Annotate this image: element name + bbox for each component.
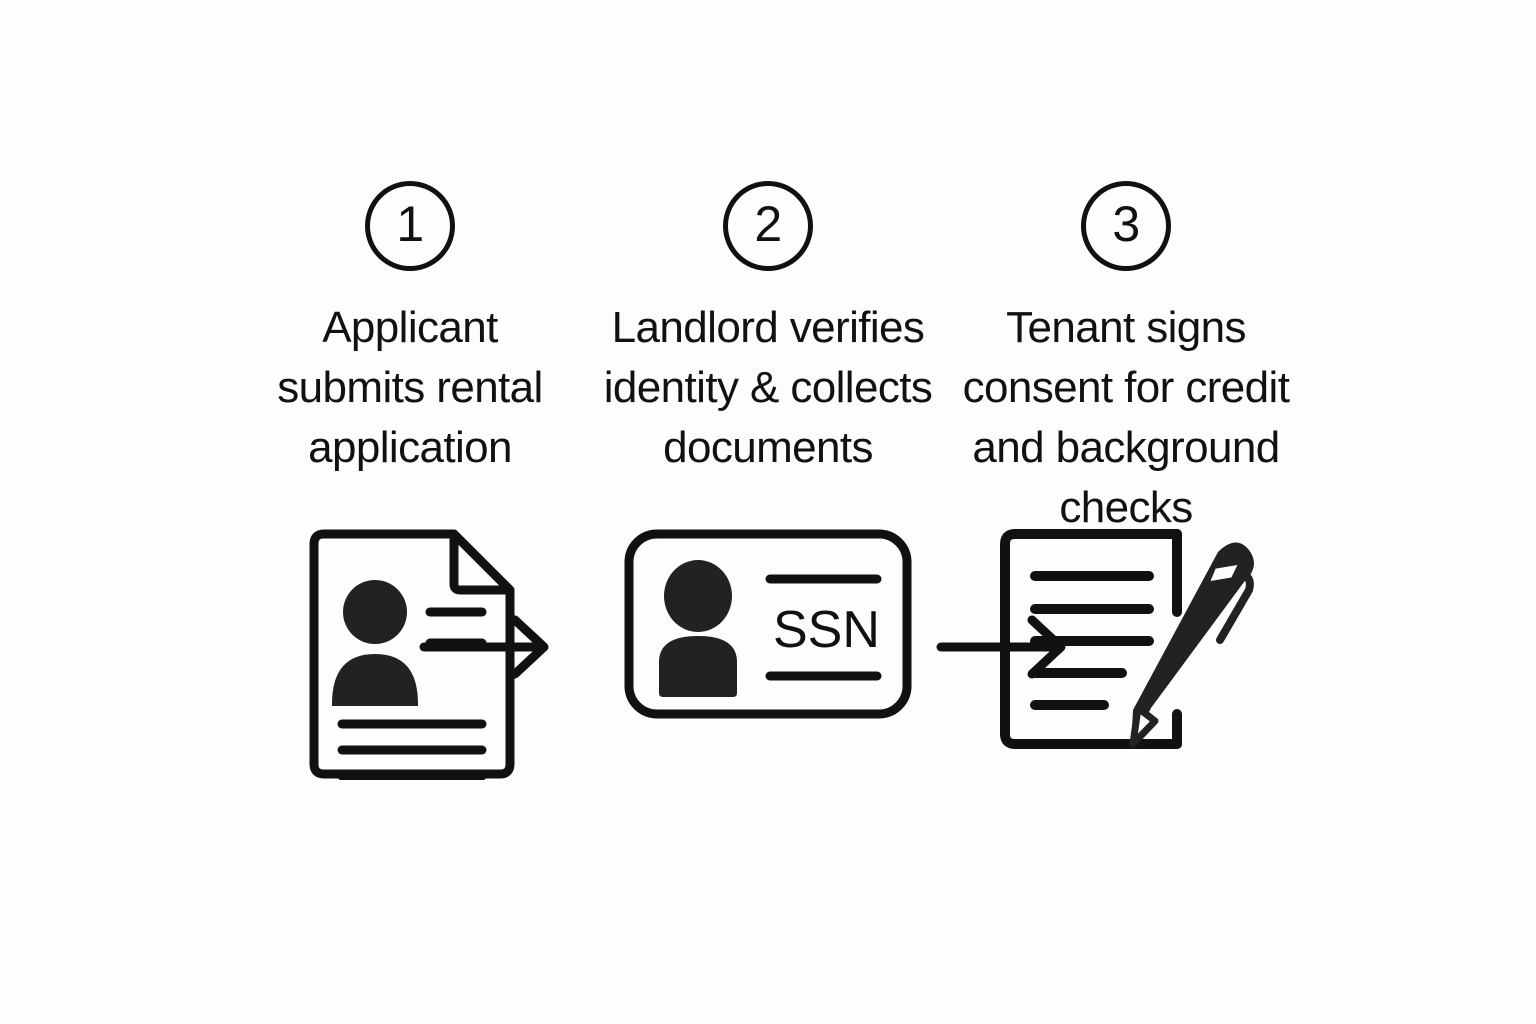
arrow-step2-to-step3	[935, 612, 1075, 682]
step-3-badge-wrapper: 3	[1081, 178, 1171, 274]
step-number-badge-3: 3	[1081, 181, 1171, 271]
step-3-icon-wrapper	[961, 528, 1291, 760]
arrow-right-icon	[936, 615, 1066, 679]
step-2-badge-wrapper: 2	[723, 178, 813, 274]
id-card-icon: SSN	[624, 529, 912, 719]
step-1-badge-wrapper: 1	[365, 178, 455, 274]
step-2-label: Landlord verifies identity & collects do…	[603, 303, 933, 472]
document-with-pen-icon	[1000, 529, 1254, 749]
step-number-2: 2	[754, 196, 782, 252]
document-with-person-icon	[309, 529, 515, 780]
flow-step-3: 3 Tenant signs consent for credit and ba…	[961, 0, 1291, 749]
arrow-step1-to-step2	[418, 612, 558, 682]
step-number-1: 1	[396, 196, 424, 252]
step-number-3: 3	[1112, 196, 1140, 252]
arrow-right-icon	[419, 615, 549, 679]
ssn-label: SSN	[773, 601, 880, 659]
step-number-badge-1: 1	[365, 181, 455, 271]
step-2-icon-wrapper: SSN	[603, 528, 933, 720]
step-1-icon-wrapper	[245, 528, 575, 780]
flow-step-2: 2 Landlord verifies identity & collects …	[603, 0, 933, 719]
step-1-label: Applicant submits rental application	[277, 303, 543, 472]
flow-step-1: 1 Applicant submits rental application	[245, 0, 575, 780]
step-3-label: Tenant signs consent for credit and back…	[962, 303, 1290, 532]
step-number-badge-2: 2	[723, 181, 813, 271]
